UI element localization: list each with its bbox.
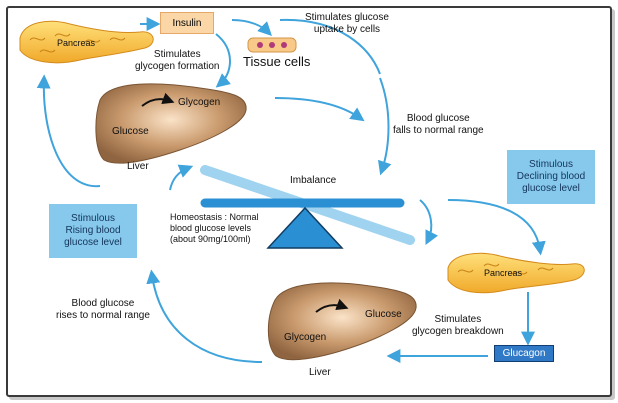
stimulates-glucose-uptake-text: Stimulates glucose uptake by cells	[305, 12, 389, 35]
insulin-box: Insulin	[160, 12, 214, 34]
tissue-cells-illustration	[247, 37, 297, 53]
balance-illustration	[200, 165, 415, 249]
liver-bottom-glucose: Glucose	[365, 309, 402, 320]
liver-bottom-illustration	[267, 282, 417, 361]
liver-top-label: Liver	[127, 161, 149, 172]
pancreas-top-label: Pancreas	[57, 38, 96, 48]
pancreas-bottom-illustration	[447, 252, 585, 294]
blood-glucose-falls-text: Blood glucose falls to normal range	[393, 113, 484, 136]
imbalance-label: Imbalance	[290, 175, 337, 186]
liver-top-glucose: Glucose	[112, 126, 149, 137]
insulin-label: Insulin	[172, 17, 202, 29]
homeostasis-text: Homeostasis : Normal blood glucose level…	[170, 212, 259, 244]
blood-glucose-rises-text: Blood glucose rises to normal range	[56, 298, 150, 321]
pancreas-bottom-label: Pancreas	[484, 268, 523, 278]
stimulates-glycogen-formation-text: Stimulates glycogen formation	[135, 49, 220, 72]
glucagon-label: Glucagon	[502, 348, 546, 359]
liver-bottom-glycogen: Glycogen	[284, 332, 327, 343]
stimulous-rising-box: Stimulous Rising blood glucose level	[49, 204, 137, 258]
liver-bottom-label: Liver	[309, 367, 331, 378]
tissue-cells-label: Tissue cells	[243, 54, 311, 69]
liver-top-illustration	[95, 83, 247, 164]
stimulates-glycogen-breakdown-text: Stimulates glycogen breakdown	[412, 314, 504, 337]
pancreas-top-illustration	[19, 20, 154, 64]
liver-top-glycogen: Glycogen	[178, 97, 221, 108]
flow-arrows	[36, 17, 546, 363]
stimulous-declining-box: Stimulous Declining blood glucose level	[507, 150, 595, 204]
glucagon-box: Glucagon	[494, 345, 554, 362]
